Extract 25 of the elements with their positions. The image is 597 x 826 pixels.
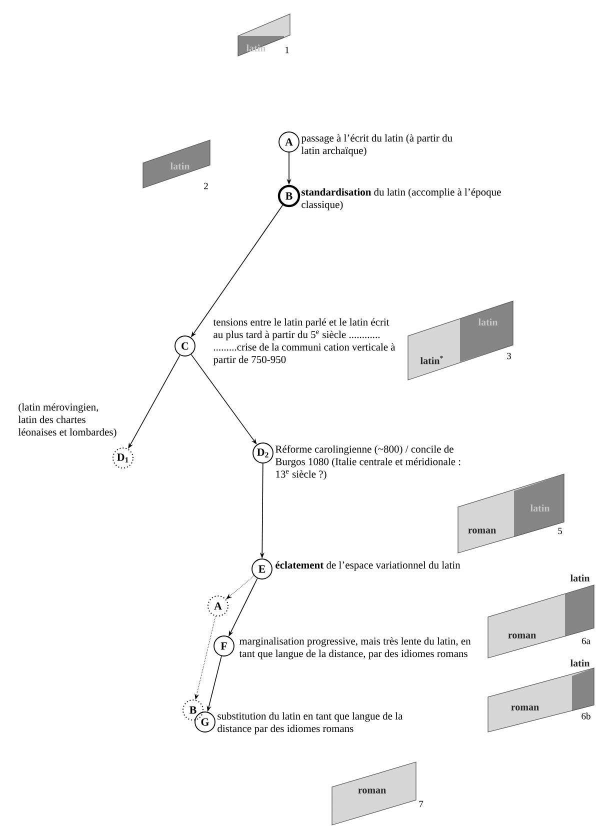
panel-label: roman bbox=[511, 706, 539, 710]
description-text: tensions entre le latin parlé et le latin écrit au plus tard à partir du 5$^{e}$ siècle ............ .........crise de la communi cation verticale à partir de 750-950 bbox=[213, 318, 396, 366]
panel-label: latin bbox=[170, 162, 190, 170]
panel-label: roman bbox=[468, 528, 496, 534]
description-text: passage à l’écrit du latin (à partir du latin archaïque) bbox=[301, 134, 452, 156]
description-text: marginalisation progressive, mais très lente du latin, en tant que langue de la distance, par des idiomes romans bbox=[239, 637, 471, 660]
description-text: substitution du latin en tant que langue de la distance par des idiomes romans bbox=[218, 712, 403, 734]
panel-number: 2 bbox=[204, 182, 208, 190]
panel-label: latin bbox=[530, 504, 550, 512]
panel-number: 1 bbox=[285, 46, 289, 54]
description-text: éclatement de l’espace variationnel du latin bbox=[276, 561, 460, 571]
description-text: (latin mérovingien, latin des chartes léonaises et lombardes) bbox=[18, 403, 116, 438]
panel-number: 6a bbox=[582, 638, 590, 644]
panel-number: 3 bbox=[507, 352, 511, 360]
description-text: Réforme carolingienne (~800) / concile de Burgos 1080 (Italie centrale et méridionale : 13$^{e}$ siècle ?) bbox=[276, 445, 460, 480]
panel-label: latin bbox=[570, 574, 590, 582]
panel-label: latin bbox=[478, 318, 498, 326]
panel-label: latin$^{*}$ bbox=[420, 356, 443, 364]
panel-number: 6b bbox=[582, 712, 590, 720]
panel-label: latin bbox=[570, 659, 590, 667]
panel-number: 7 bbox=[419, 800, 424, 808]
panel-label: roman bbox=[508, 634, 536, 638]
panel-number: 5 bbox=[558, 528, 562, 534]
description-text: standardisation du latin (accomplie à l’époque classique) bbox=[302, 188, 501, 210]
panel-label: roman bbox=[358, 788, 386, 794]
